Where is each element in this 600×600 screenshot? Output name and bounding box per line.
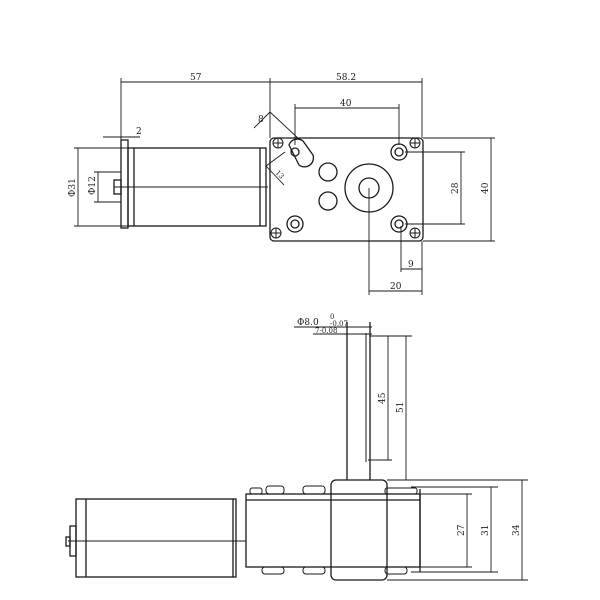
dim-shaft-tol-lower: -0.07 [330, 320, 348, 328]
dim-34: 34 [512, 524, 522, 536]
gearbox-side [245, 479, 498, 581]
dim-flat: 7-0.08 [315, 327, 337, 335]
top-view: 57 58.2 40 28 40 9 [68, 73, 495, 295]
side-dimensions: 27 31 34 [387, 479, 528, 581]
dim-58-2: 58.2 [336, 73, 356, 83]
shaft-tolerance: Φ8.0 0 -0.07 7-0.08 [294, 313, 372, 335]
dim-28: 28 [451, 182, 461, 194]
side-view: Φ8.0 0 -0.07 7-0.08 45 51 [65, 313, 528, 581]
dim-40-vertical: 40 [481, 182, 491, 194]
dim-31: 31 [481, 525, 491, 536]
dim-45: 45 [378, 392, 388, 404]
corner-screw-icon [272, 137, 284, 149]
dim-13: 13 [274, 169, 286, 181]
corner-screw-icon [270, 227, 282, 239]
motor-body-side [65, 498, 246, 578]
dim-diameter-31: Φ31 [68, 178, 78, 197]
output-shaft [346, 322, 371, 480]
dim-shaft-diameter: Φ8.0 [297, 318, 319, 328]
dim-9: 9 [408, 260, 414, 270]
dim-40-horizontal: 40 [340, 99, 352, 109]
dim-8: 8 [258, 115, 264, 125]
corner-screw-icon [409, 137, 421, 149]
motor-body [113, 139, 268, 229]
dim-20: 20 [390, 282, 402, 292]
dim-27: 27 [457, 524, 467, 536]
dim-shaft-tol-upper: 0 [330, 313, 334, 321]
top-dimensions: 57 58.2 40 28 40 9 [68, 73, 495, 295]
dim-diameter-12: Φ12 [88, 176, 98, 195]
dim-57: 57 [190, 73, 202, 83]
gearbox-plate [269, 137, 424, 242]
dim-51: 51 [396, 402, 406, 413]
corner-screw-icon [409, 227, 421, 239]
dim-2: 2 [136, 127, 142, 137]
